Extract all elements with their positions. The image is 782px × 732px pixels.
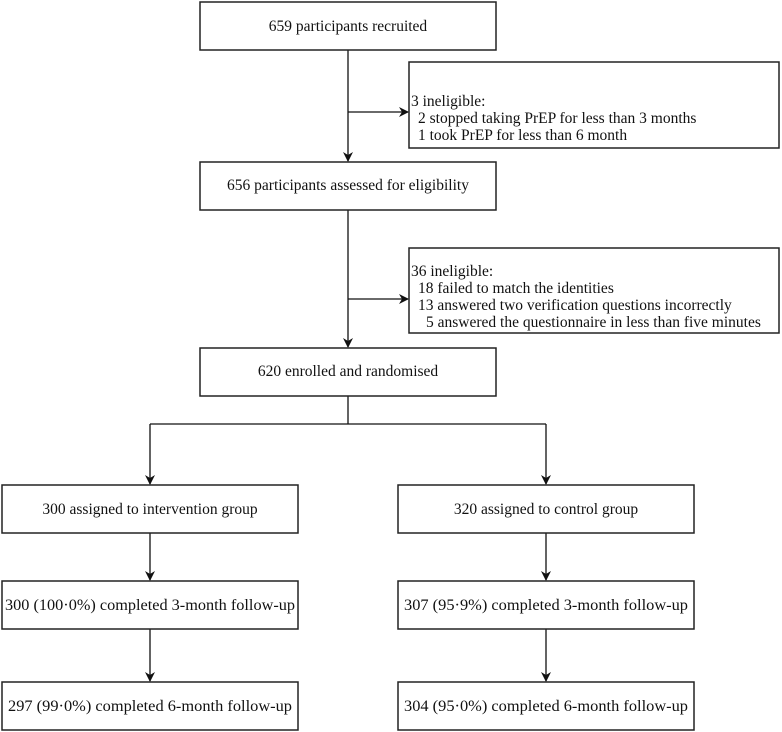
control-assigned-label: 320 assigned to control group (454, 501, 639, 518)
exclusion-1-heading: 3 ineligible: (411, 93, 485, 110)
box-recruited: 659 participants recruited (199, 1, 497, 51)
box-control-fu6: 304 (95·0%) completed 6-month follow-up (397, 681, 695, 731)
intervention-assigned-label: 300 assigned to intervention group (42, 501, 257, 518)
control-fu3-label: 307 (95·9%) completed 3-month follow-up (404, 597, 688, 614)
box-intervention-fu6: 297 (99·0%) completed 6-month follow-up (1, 681, 299, 731)
box-intervention-fu3: 300 (100·0%) completed 3-month follow-up (1, 580, 299, 630)
box-assessed: 656 participants assessed for eligibilit… (199, 161, 497, 211)
exclusion-1-item: 2 stopped taking PrEP for less than 3 mo… (418, 110, 696, 127)
intervention-fu3-label: 300 (100·0%) completed 3-month follow-up (5, 597, 295, 614)
exclusion-2-item: 13 answered two verification questions i… (418, 297, 732, 314)
box-intervention-assigned: 300 assigned to intervention group (1, 484, 299, 534)
box-control-fu3: 307 (95·9%) completed 3-month follow-up (397, 580, 695, 630)
exclusion-2-heading: 36 ineligible: (411, 263, 493, 280)
exclusion-1-item: 1 took PrEP for less than 6 month (418, 127, 627, 144)
assessed-label: 656 participants assessed for eligibilit… (227, 177, 469, 194)
box-exclusion-1: 3 ineligible: 2 stopped taking PrEP for … (408, 61, 780, 149)
box-exclusion-2: 36 ineligible: 18 failed to match the id… (408, 247, 780, 334)
randomised-label: 620 enrolled and randomised (258, 363, 439, 380)
connectors (145, 50, 551, 682)
intervention-fu6-label: 297 (99·0%) completed 6-month follow-up (8, 698, 292, 715)
exclusion-2-item: 5 answered the questionnaire in less tha… (426, 314, 761, 331)
exclusion-2-item: 18 failed to match the identities (418, 280, 614, 297)
box-randomised: 620 enrolled and randomised (199, 347, 497, 397)
recruited-label: 659 participants recruited (269, 18, 428, 35)
control-fu6-label: 304 (95·0%) completed 6-month follow-up (404, 698, 688, 715)
box-control-assigned: 320 assigned to control group (397, 484, 695, 534)
